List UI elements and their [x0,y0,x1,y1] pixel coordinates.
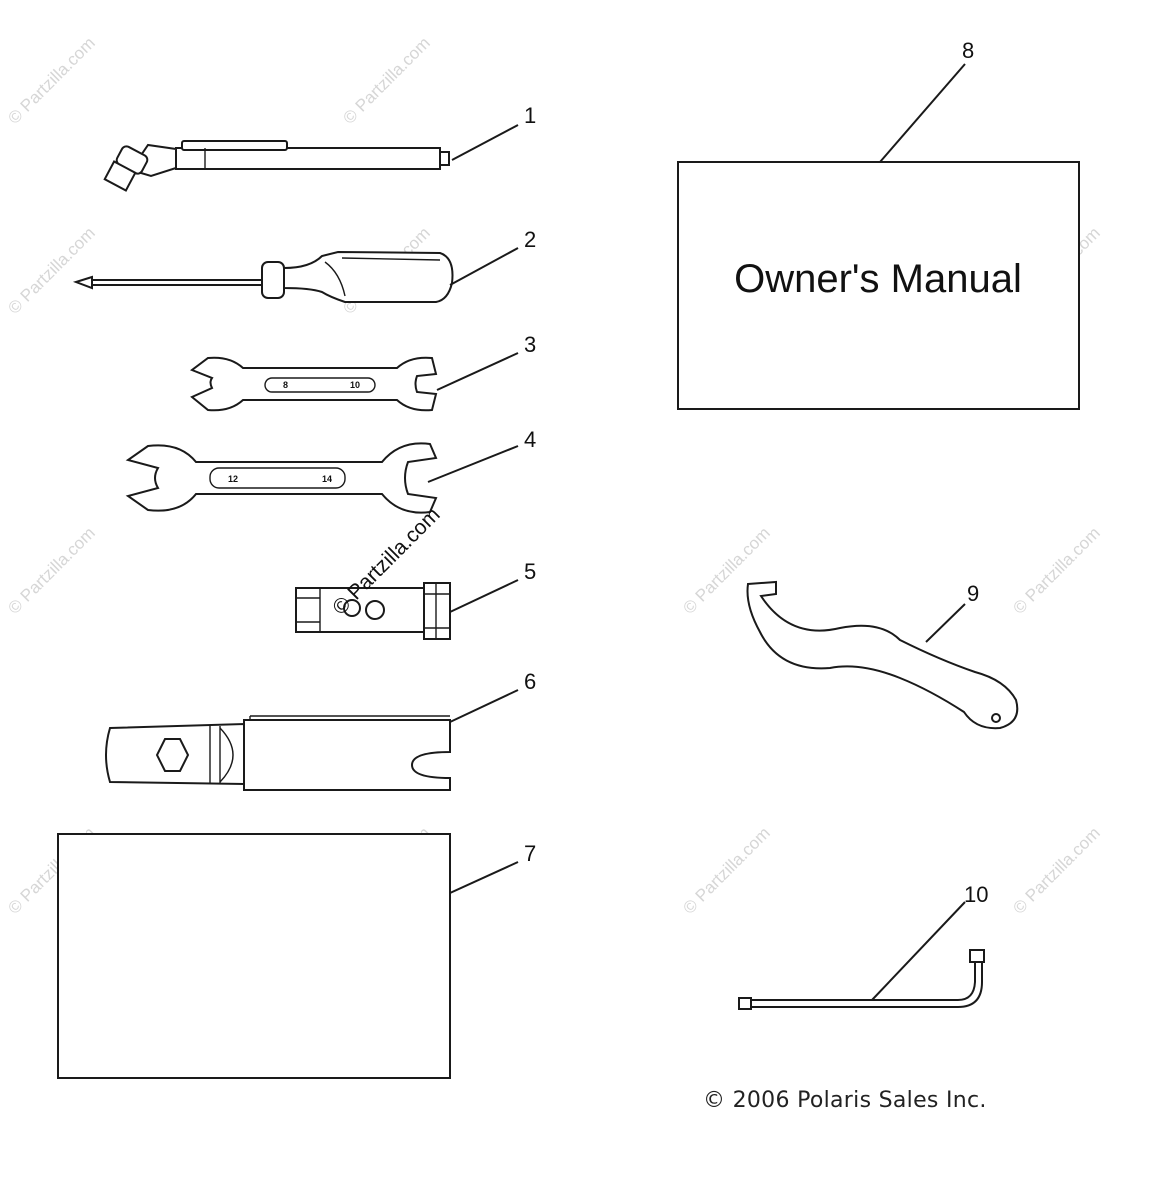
leader-line-9 [925,603,966,643]
callout-labels: 1 2 3 4 5 6 7 8 9 10 [524,38,988,907]
small-wrench-size-b: 10 [350,380,360,390]
hex-key-icon [738,949,985,1010]
large-wrench-size-b: 14 [322,474,332,484]
callout-8: 8 [962,38,974,63]
leader-line-6 [449,689,519,723]
spanner-wrench-icon [746,580,1019,730]
small-wrench-icon: 8 10 [189,356,438,412]
tire-gauge-icon [103,140,450,192]
leader-line-5 [449,579,519,613]
callout-5: 5 [524,559,536,584]
watermark: © Partzilla.com [339,33,433,127]
callout-6: 6 [524,669,536,694]
owners-manual-icon [677,161,1080,410]
blank-document-icon [57,833,451,1079]
leader-line-1 [451,124,519,161]
leader-lines [427,63,966,1001]
leader-line-8 [879,63,966,163]
large-wrench-icon: 12 14 [125,442,438,514]
callout-10: 10 [964,882,988,907]
callout-4: 4 [524,427,536,452]
small-wrench-size-a: 8 [283,380,288,390]
screwdriver-icon [72,250,454,303]
callout-1: 1 [524,103,536,128]
callout-3: 3 [524,332,536,357]
watermark: © Partzilla.com [4,523,98,617]
watermark: © Partzilla.com [679,823,773,917]
owners-manual-title: Owner's Manual [734,257,1022,301]
watermark: © Partzilla.com [4,33,98,127]
watermark: © Partzilla.com [4,223,98,317]
callout-7: 7 [524,841,536,866]
watermark: © Partzilla.com [1009,823,1103,917]
callout-9: 9 [967,581,979,606]
leader-line-10 [871,901,966,1001]
copyright-notice: © 2006 Polaris Sales Inc. [703,1088,987,1113]
leader-line-4 [427,445,519,483]
watermark: © Partzilla.com [1009,523,1103,617]
large-wrench-size-a: 12 [228,474,238,484]
socket-handle-icon [105,715,451,791]
leader-line-3 [436,352,519,391]
callout-2: 2 [524,227,536,252]
leader-line-2 [449,247,519,286]
spark-plug-socket-icon [295,582,451,640]
leader-line-7 [449,861,519,894]
